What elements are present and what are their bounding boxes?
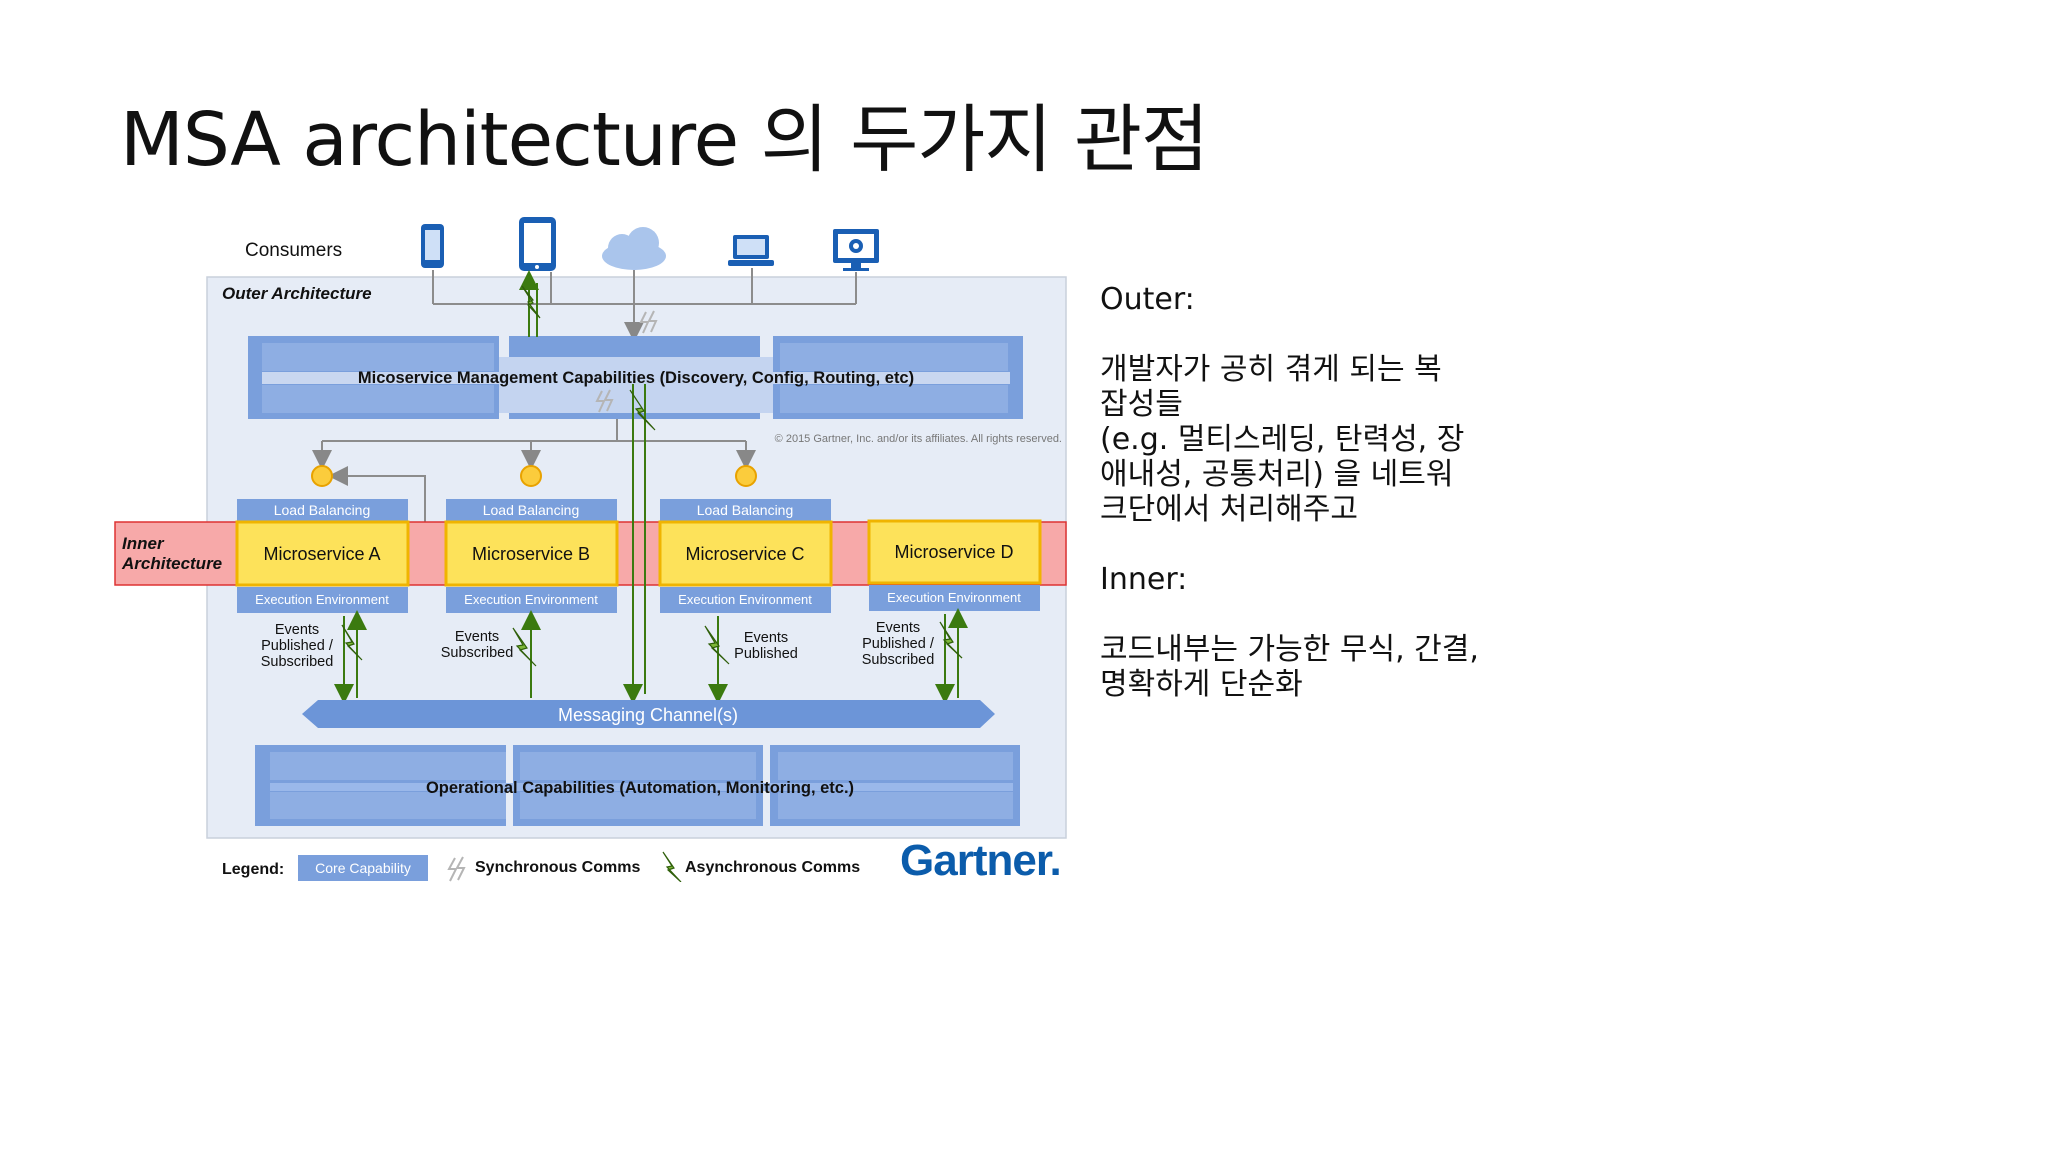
operational-label: Operational Capabilities (Automation, Mo… [426, 779, 854, 797]
events-d-line1: Events [876, 620, 920, 636]
phone-icon [421, 224, 444, 268]
legend-sync-comms: Synchronous Comms [475, 859, 640, 876]
management-label: Micoservice Management Capabilities (Dis… [358, 369, 914, 387]
gartner-logo: Gartner. [900, 836, 1062, 885]
events-d-line2: Published / [862, 636, 935, 652]
legend-core-capability: Core Capability [315, 860, 411, 876]
async-bolts [341, 285, 963, 667]
events-c-line1: Events [744, 630, 788, 646]
events-a-line2: Published / [261, 638, 334, 654]
inner-heading: Inner: [1100, 562, 1188, 597]
legend-async-comms: Asynchronous Comms [685, 859, 860, 876]
desktop-icon [833, 229, 879, 271]
microservice-a-label: Microservice A [263, 544, 380, 564]
outer-architecture-label: Outer Architecture [222, 284, 372, 303]
service-d: Microservice D Execution Environment [867, 519, 1042, 611]
events-b-line1: Events [455, 629, 499, 645]
inner-architecture-label-1: Inner [122, 534, 165, 553]
inner-body: 코드내부는 가능한 무식, 간결, 명확하게 단순화 [1100, 632, 1479, 702]
load-balancing-label: Load Balancing [483, 502, 580, 518]
legend-label: Legend: [222, 861, 284, 878]
sync-bolts [595, 310, 658, 413]
management-capabilities [248, 336, 1023, 419]
architecture-diagram: Consumers Outer Architecture [114, 217, 1067, 882]
events-a-line3: Subscribed [261, 654, 334, 670]
microservice-c-label: Microservice C [685, 544, 804, 564]
messaging-channel [302, 700, 995, 728]
operational-capabilities [255, 745, 1020, 826]
laptop-icon [728, 235, 774, 266]
outer-body: 개발자가 공히 겪게 되는 복 잡성들 (e.g. 멀티스레딩, 탄력성, 장 … [1100, 352, 1465, 527]
service-b: Load Balancing Microservice B Execution … [444, 499, 619, 613]
load-balancer-nodes [311, 465, 757, 487]
service-c: Load Balancing Microservice C Execution … [658, 499, 833, 613]
service-a: Load Balancing Microservice A Execution … [235, 499, 410, 613]
events-d-line3: Subscribed [862, 652, 935, 668]
execution-environment-label: Execution Environment [887, 590, 1021, 605]
side-notes: Outer: 개발자가 공히 겪게 되는 복 잡성들 (e.g. 멀티스레딩, … [1100, 282, 1540, 702]
execution-environment-label: Execution Environment [255, 592, 389, 607]
load-balancing-label: Load Balancing [697, 502, 794, 518]
consumer-connectors [432, 268, 857, 342]
legend-core-capability-swatch [298, 855, 428, 881]
cloud-icon [602, 227, 666, 270]
microservice-d-label: Microservice D [894, 542, 1013, 562]
slide-title: MSA architecture 의 두가지 관점 [120, 97, 1209, 183]
load-balancing-label: Load Balancing [274, 502, 371, 518]
execution-environment-label: Execution Environment [678, 592, 812, 607]
events-b-line2: Subscribed [441, 645, 514, 661]
inner-architecture-label-2: Architecture [121, 554, 222, 573]
legend-async-icon [662, 851, 682, 882]
tablet-icon [519, 217, 556, 271]
copyright-text: © 2015 Gartner, Inc. and/or its affiliat… [775, 433, 1062, 445]
events-a-line1: Events [275, 622, 319, 638]
microservice-b-label: Microservice B [472, 544, 590, 564]
async-long-lines [519, 270, 646, 704]
consumers-label: Consumers [245, 240, 342, 261]
execution-environment-label: Execution Environment [464, 592, 598, 607]
messaging-channel-label: Messaging Channel(s) [558, 705, 738, 725]
outer-heading: Outer: [1100, 282, 1195, 317]
legend-sync-icon [447, 856, 466, 882]
events-c-line2: Published [734, 646, 798, 662]
